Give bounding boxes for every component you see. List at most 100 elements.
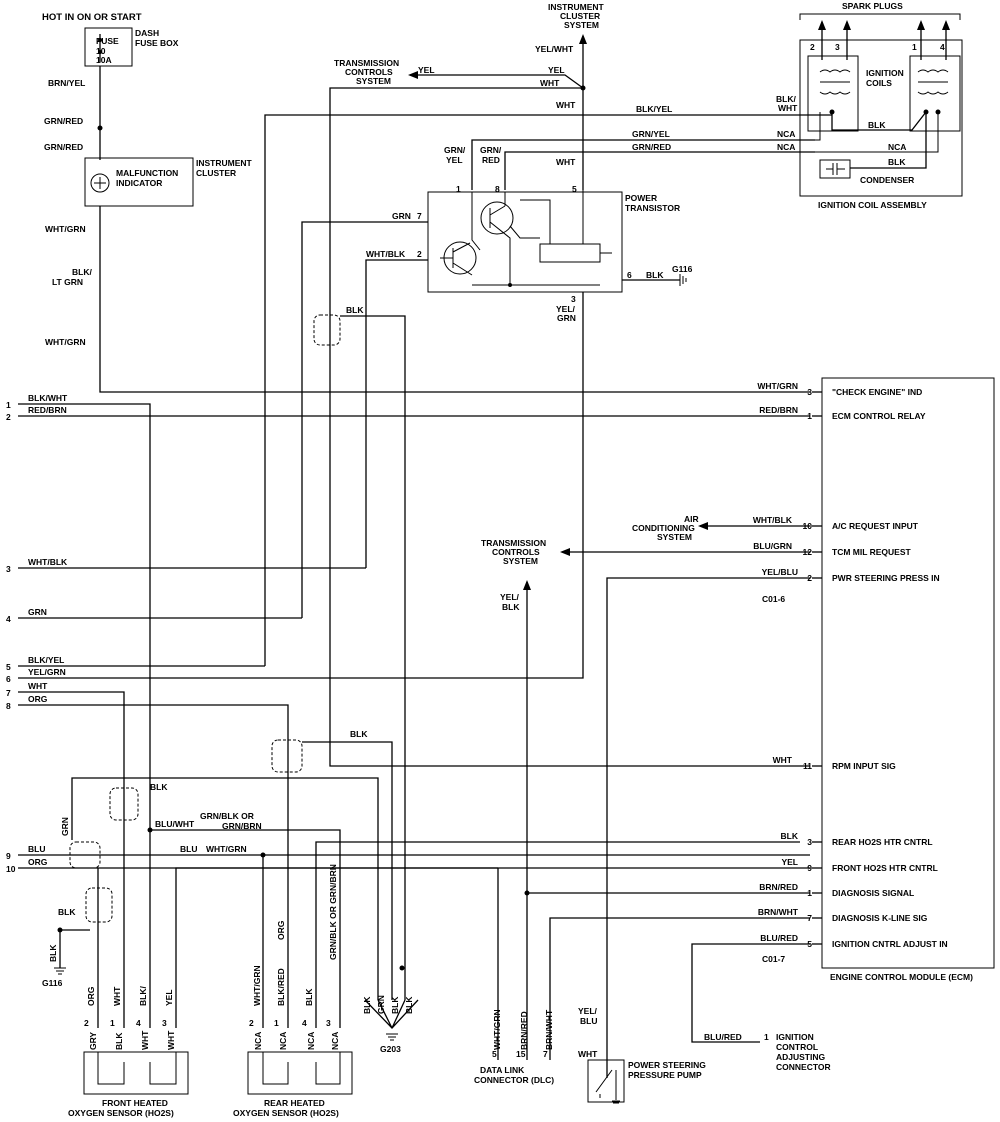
wire-brn-wht <box>549 917 810 1060</box>
g203-wires <box>364 999 419 1029</box>
wire-blk-shield-2 <box>302 741 393 1000</box>
ground-icon-g116 <box>54 967 66 975</box>
ecm-title: ENGINE CONTROL MODULE (ECM) <box>830 972 973 982</box>
ecm-pin-name: IGNITION CNTRL ADJUST IN <box>832 939 948 949</box>
tr-node <box>508 283 512 287</box>
front-ho2s-label-1: FRONT HEATED <box>102 1098 168 1108</box>
coil-blk <box>815 111 927 131</box>
label-yel-wht: YEL/WHT <box>535 44 574 54</box>
label-blk-lt-grn-1: BLK/ <box>72 267 92 277</box>
left-pin-number: 5 <box>6 662 11 672</box>
tcs2-label-2: CONTROLS <box>492 547 540 557</box>
ecm-pin-name: DIAGNOSIS SIGNAL <box>832 888 914 898</box>
label-yel-front: YEL <box>164 989 174 1006</box>
label-grn-yel-v2: YEL <box>446 155 463 165</box>
rear-ho2s-pin-number: 1 <box>274 1018 279 1028</box>
ecm-pin-wire: BLU/GRN <box>753 541 792 551</box>
fuse-node-bottom <box>98 50 102 54</box>
label-nca-2: NCA <box>777 142 795 152</box>
dlc-pin-5: 5 <box>492 1049 497 1059</box>
g203-label: G203 <box>380 1044 401 1054</box>
label-wht-grn-dlc: WHT/GRN <box>492 1009 502 1050</box>
label-wht-front: WHT <box>112 986 122 1006</box>
label-blk-g203-3: BLK <box>404 996 414 1014</box>
tr-pin-1: 1 <box>456 184 461 194</box>
wire-yel-front <box>175 867 810 1028</box>
ica-label-2: CONTROL <box>776 1042 818 1052</box>
ecm-pin-name: FRONT HO2S HTR CNTRL <box>832 863 938 873</box>
front-ho2s-pin-number: 3 <box>162 1018 167 1028</box>
resistor-box <box>539 243 601 263</box>
transistor-internal-1 <box>471 192 511 285</box>
condenser-icon <box>826 163 845 175</box>
instrument-cluster-box <box>84 157 194 207</box>
ecm-pin-number: 3 <box>807 387 812 397</box>
ac-label-3: SYSTEM <box>657 532 692 542</box>
ica-pin: 1 <box>764 1032 769 1042</box>
ecm-pin-name: DIAGNOSIS K-LINE SIG <box>832 913 928 923</box>
arrow-ac <box>698 522 708 530</box>
spark-bracket <box>799 13 961 20</box>
label-grn-red-3: GRN/RED <box>632 142 671 152</box>
ecm-pin-wire: BRN/WHT <box>758 907 799 917</box>
label-blk-g203-2: BLK <box>390 996 400 1014</box>
spark-plugs-label: SPARK PLUGS <box>842 1 903 11</box>
left-pin-wire: ORG <box>28 694 48 704</box>
label-blk-shield-3: BLK <box>150 782 168 792</box>
label-yel-2: YEL <box>548 65 565 75</box>
wire-grn-yel <box>471 139 815 190</box>
label-yel-blu-2: BLU <box>580 1016 597 1026</box>
dlc-label-1: DATA LINK <box>480 1065 525 1075</box>
ecm-pin-wire: WHT <box>773 755 793 765</box>
ecm-pin-wire: BRN/RED <box>759 882 798 892</box>
splice-diag <box>524 890 530 896</box>
left-pin-wire: BLK/WHT <box>28 393 68 403</box>
hot-label: HOT IN ON OR START <box>42 12 142 23</box>
instrument-cluster-label-2: CLUSTER <box>196 168 236 178</box>
ignition-coil-assembly-box <box>799 39 963 197</box>
coil-feed <box>815 112 939 153</box>
label-wht-2: WHT <box>556 100 576 110</box>
label-brn-wht-dlc: BRN/WHT <box>544 1009 554 1050</box>
transistor-internal-3 <box>472 190 612 286</box>
ecm-pin-wire: WHT/BLK <box>753 515 793 525</box>
mil-label-2: INDICATOR <box>116 178 162 188</box>
label-blk-shield-2: BLK <box>350 729 368 739</box>
ecm-pin-number: 11 <box>803 761 812 771</box>
wire-yel-grn <box>18 292 584 679</box>
tcs2-label-1: TRANSMISSION <box>481 538 546 548</box>
left-pin-number: 2 <box>6 412 11 422</box>
ic-system-label-1: INSTRUMENT <box>548 2 605 12</box>
ecm-box <box>821 377 995 969</box>
label-blk-g116: BLK <box>646 270 664 280</box>
wire-blk-condenser <box>850 112 927 169</box>
fuse-box-label: FUSE BOX <box>135 38 179 48</box>
transistor-internal-2 <box>440 242 473 276</box>
label-blk-shield-1: BLK <box>346 305 364 315</box>
front-ho2s-pin-number: 4 <box>136 1018 141 1028</box>
transistor-1-icon <box>480 201 514 235</box>
label-blk-g116-bottom: BLK <box>58 907 76 917</box>
splice-blu-wht <box>147 827 153 833</box>
ac-label-1: AIR <box>684 514 699 524</box>
label-wht-3: WHT <box>556 157 576 167</box>
front-ho2s-box <box>83 1051 189 1095</box>
arrow-tcs-up <box>523 580 531 590</box>
ps-label-2: PRESSURE PUMP <box>628 1070 702 1080</box>
spark-pin-2: 2 <box>810 42 815 52</box>
arrow-up-ic <box>579 34 587 44</box>
ecm-pin-name: ECM CONTROL RELAY <box>832 411 926 421</box>
front-ho2s-pin-number: 2 <box>84 1018 89 1028</box>
left-pin-number: 10 <box>6 864 16 874</box>
coil-1-icon <box>819 69 851 95</box>
shield-1 <box>313 314 341 346</box>
rear-ho2s-pin-wire: NCA <box>278 1032 288 1050</box>
ica-label-4: CONNECTOR <box>776 1062 831 1072</box>
ecm-pin-name: REAR HO2S HTR CNTRL <box>832 837 933 847</box>
label-blu-red-ica: BLU/RED <box>704 1032 742 1042</box>
label-yel-blk-2: BLK <box>502 602 520 612</box>
tr-pin-3: 3 <box>571 294 576 304</box>
label-wht-grn-2: WHT/GRN <box>45 337 86 347</box>
fuse-amp: 10A <box>96 55 112 65</box>
